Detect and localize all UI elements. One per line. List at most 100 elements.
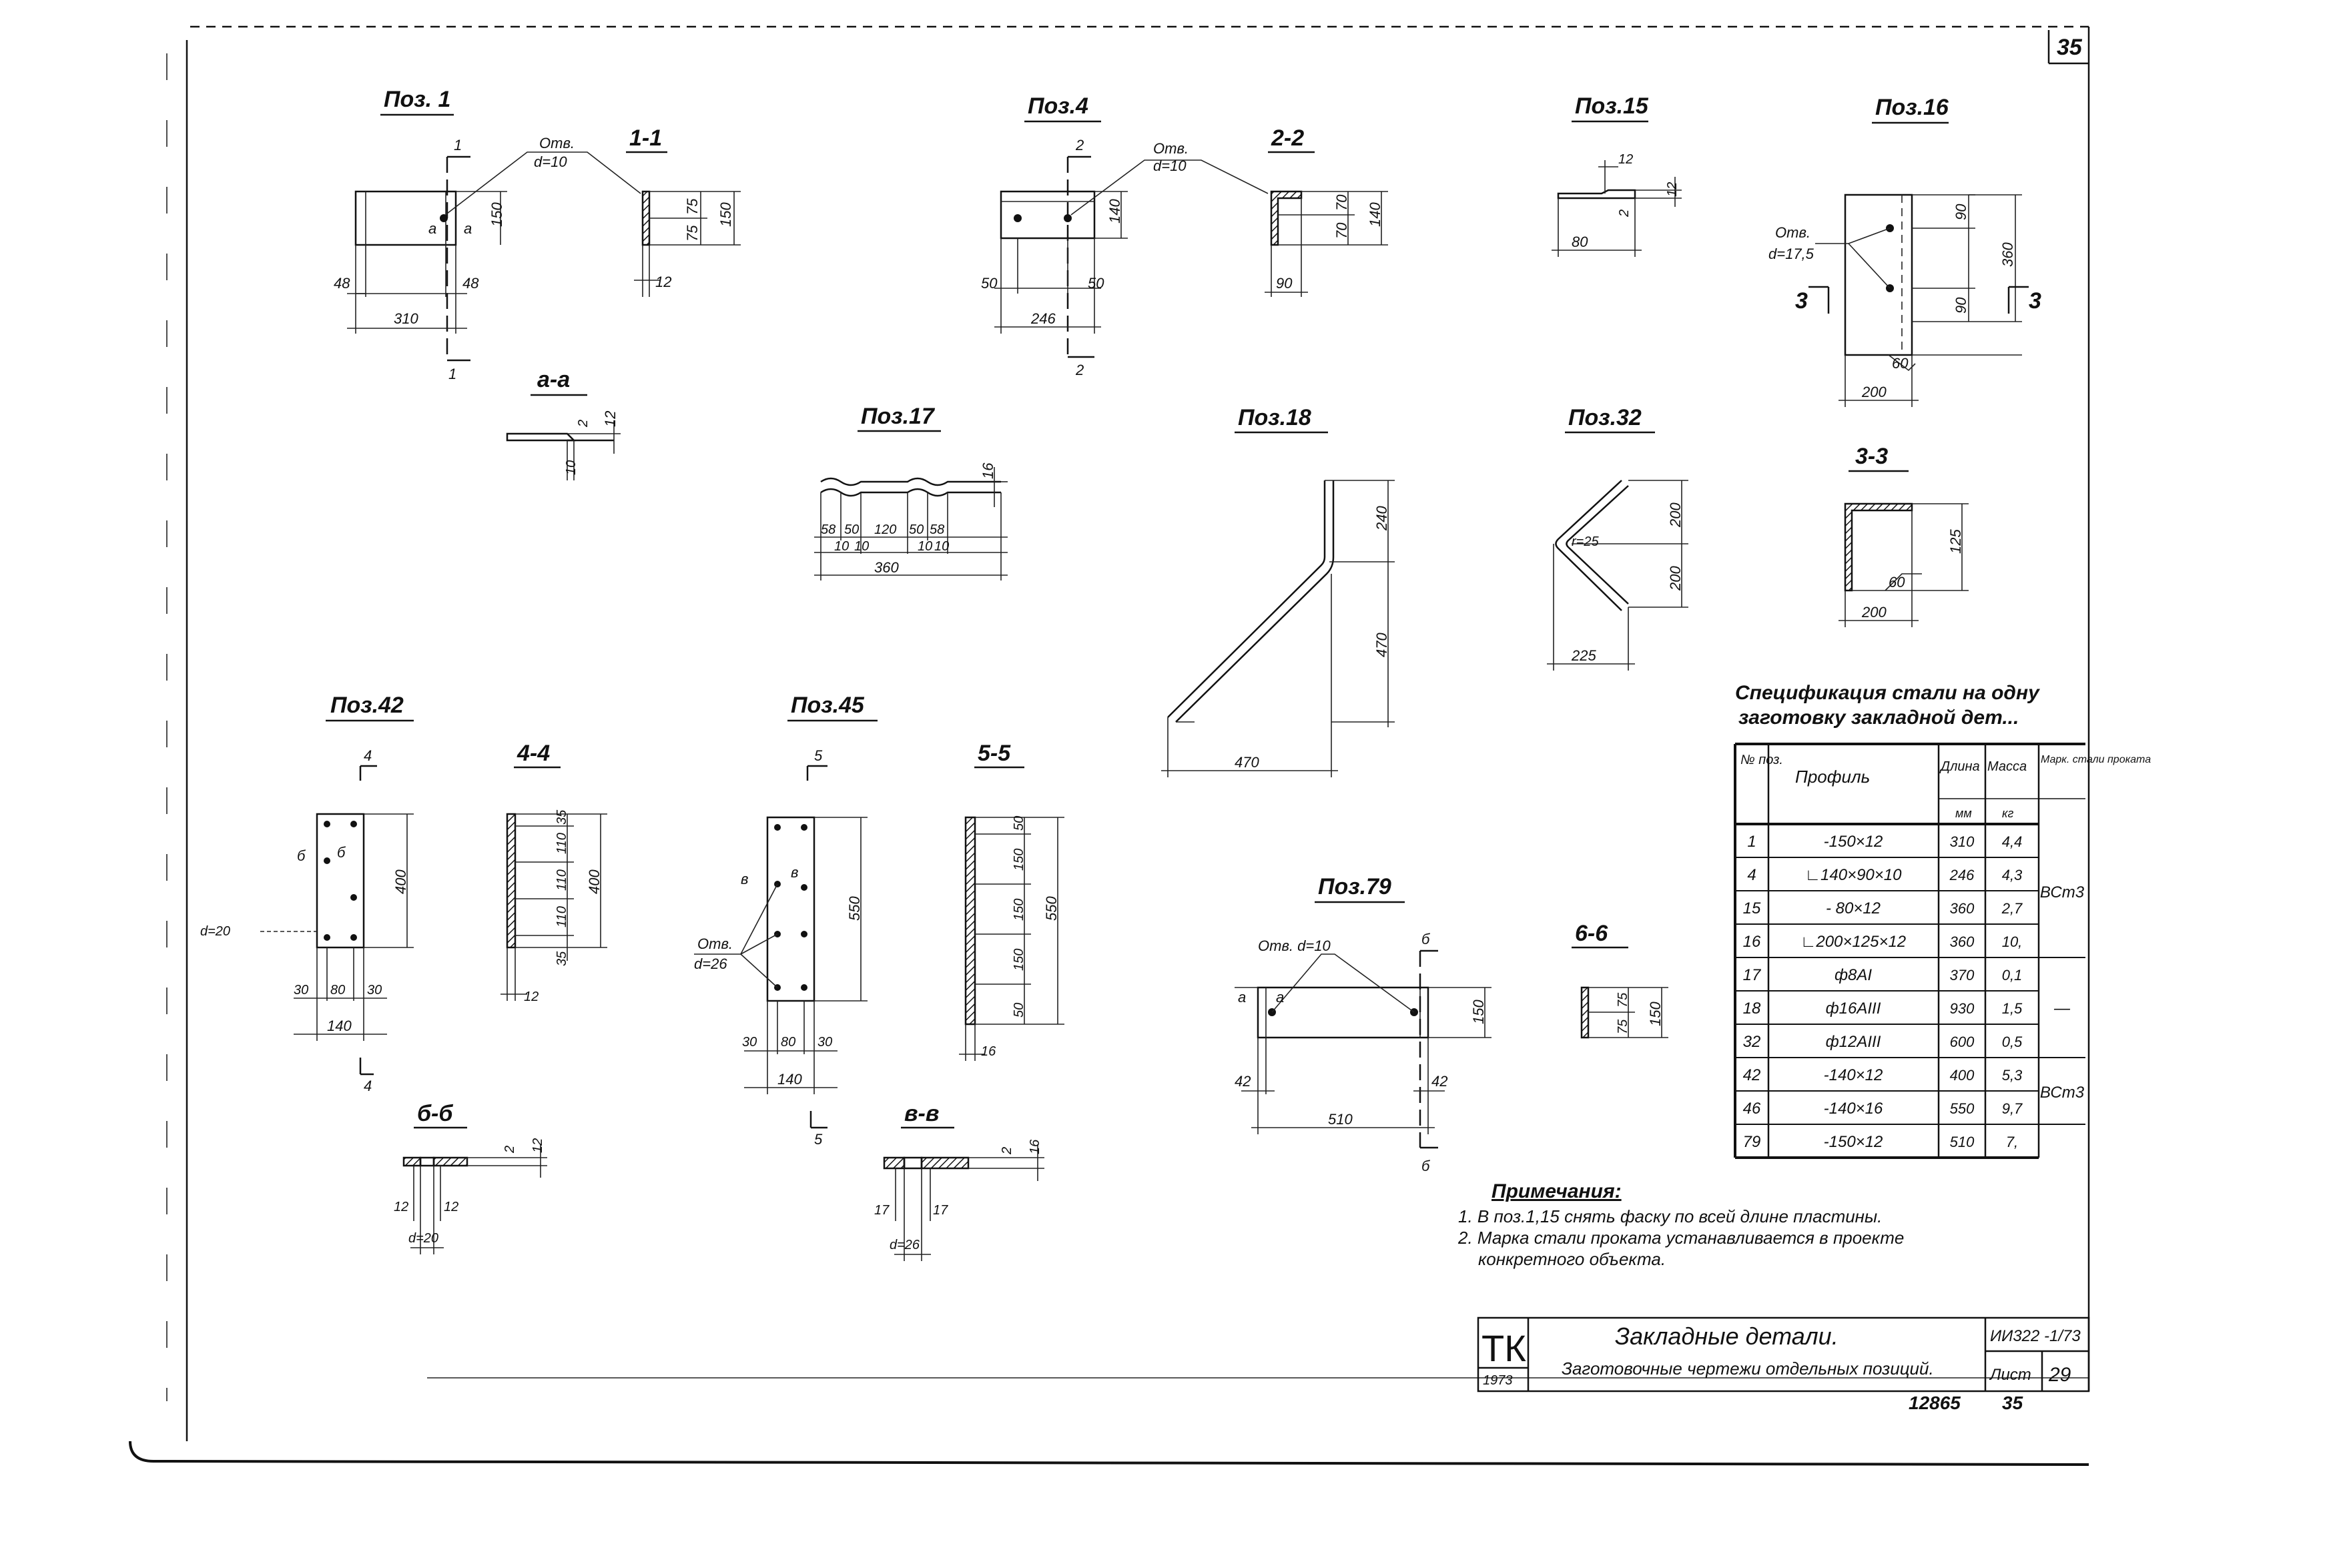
pos-79-drawing: Поз.79 Отв. d=10 а а б б 150 42 42 510 <box>1235 874 1491 1174</box>
pos-16-drawing: Поз.16 Отв. d=17,5 90 360 90 3 3 60 200 <box>1768 95 2041 407</box>
stamp-subtitle: Заготовочные чертежи отдельных позиций. <box>1562 1358 1934 1379</box>
spec-unit-kg: кг <box>2002 807 2013 820</box>
pos-45-dim-80: 80 <box>781 1035 795 1050</box>
title-stamp: ТК 1973 Закладные детали. Заготовочные ч… <box>1477 1316 2090 1393</box>
spec-steel-dash: — <box>2053 1000 2071 1018</box>
pos-1-dim-75b: 75 <box>684 225 701 242</box>
pos-79-section-mark-top: б <box>1421 931 1431 947</box>
pos-1-section-mark-top: 1 <box>454 137 462 153</box>
pos-17-title: Поз.17 <box>861 404 936 429</box>
pos-45-hole-d: d=26 <box>694 955 727 972</box>
pos-1-dim-12: 12 <box>655 274 671 290</box>
pos-42-sec-dim-35-top: 35 <box>555 809 569 825</box>
spec-row-profile: ф12АIII <box>1826 1033 1881 1051</box>
spec-row-pos: 16 <box>1743 933 1761 951</box>
spec-row-pos: 32 <box>1743 1033 1761 1051</box>
stamp-tk: ТК <box>1481 1327 1526 1369</box>
stamp-series: ИИ322 -1/73 <box>1990 1327 2081 1345</box>
pos-42-sec-dim-400: 400 <box>586 869 603 894</box>
spec-row-length: 360 <box>1950 900 1975 917</box>
pos-42-title: Поз.42 <box>330 693 404 718</box>
sheet-frame <box>129 25 2090 1466</box>
pos-42-sec-dim-12: 12 <box>524 990 539 1004</box>
section-bb-dim-2: 2 <box>503 1146 517 1154</box>
spec-row-pos: 18 <box>1743 1000 1761 1018</box>
pos-4-hole-d: d=10 <box>1153 157 1187 174</box>
notes-block: Примечания: 1. В поз.1,15 снять фаску по… <box>1457 1180 1904 1269</box>
spec-row-mass: 4,4 <box>2002 833 2023 850</box>
pos-18-title: Поз.18 <box>1238 405 1311 430</box>
section-33-title: 3-3 <box>1855 444 1888 469</box>
spec-row-profile: - 80×12 <box>1826 899 1881 917</box>
pos-17-dim-58-left: 58 <box>821 522 836 537</box>
pos-15-title: Поз.15 <box>1575 93 1649 119</box>
pos-45-sec-dim-550: 550 <box>1043 896 1060 921</box>
pos-17-dim-10-a: 10 <box>834 539 849 554</box>
spec-row-mass: 10, <box>2002 933 2023 950</box>
spec-steel-a: ВСт3 <box>2040 883 2085 901</box>
pos-42-sec-dim-35-bottom: 35 <box>555 951 569 966</box>
pos-45-dim-30-right: 30 <box>817 1035 832 1050</box>
pos-16-dim-60: 60 <box>1892 355 1909 372</box>
sheet-number: 35 <box>2057 35 2083 60</box>
spec-row-length: 360 <box>1950 933 1975 950</box>
footer-code: 12865 <box>1909 1393 1961 1413</box>
section-aa-title: а-а <box>537 367 570 392</box>
pos-45-sec-dim-150-b: 150 <box>1012 899 1026 921</box>
pos-45-sec-dim-150-a: 150 <box>1012 849 1026 871</box>
spec-row-pos: 46 <box>1743 1100 1761 1118</box>
pos-4-dim-70a: 70 <box>1333 194 1350 211</box>
pos-42-section-title: 4-4 <box>517 741 550 766</box>
pos-42-dim-30-right: 30 <box>367 983 382 998</box>
spec-row-profile: -150×12 <box>1824 1133 1883 1151</box>
spec-row-length: 246 <box>1949 867 1975 883</box>
pos-45-sec-dim-50-top: 50 <box>1012 816 1026 831</box>
pos-16-section-mark-left: 3 <box>1795 288 1808 314</box>
pos-4-drawing: Поз.4 2 2 Отв. d=10 140 50 50 246 2-2 <box>981 93 1388 378</box>
pos-79-dim-42-right: 42 <box>1431 1073 1447 1090</box>
pos-45-section-mark-top: 5 <box>814 747 823 764</box>
pos-45-dim-140: 140 <box>777 1071 802 1088</box>
pos-17-dim-360: 360 <box>874 559 899 576</box>
pos-32-title: Поз.32 <box>1568 405 1642 430</box>
spec-unit-mm: мм <box>1955 807 1972 820</box>
pos-16-title: Поз.16 <box>1875 95 1949 120</box>
spec-row-profile: -140×12 <box>1824 1066 1883 1084</box>
pos-79-hole-mark-left: а <box>1238 989 1246 1006</box>
pos-15-dim-80: 80 <box>1572 234 1588 250</box>
pos-42-sec-dim-110-c: 110 <box>555 906 569 927</box>
pos-4-dim-50-left: 50 <box>981 275 998 292</box>
pos-16-section-mark-right: 3 <box>2029 288 2041 314</box>
spec-steel-b: ВСт3 <box>2040 1084 2085 1102</box>
pos-4-dim-70b: 70 <box>1333 222 1350 239</box>
pos-45-title: Поз.45 <box>791 693 865 718</box>
section-vv-dim-2: 2 <box>1000 1147 1014 1155</box>
pos-17-drawing: Поз.17 16 58 50 120 50 58 10 10 10 10 36… <box>814 404 1008 580</box>
section-33-dim-60: 60 <box>1889 574 1905 591</box>
section-bb-dim-12-left: 12 <box>394 1200 408 1214</box>
pos-1-dim-48-right: 48 <box>462 275 479 292</box>
spec-row-profile: ∟200×125×12 <box>1800 933 1906 951</box>
pos-17-dim-58-right: 58 <box>930 522 944 537</box>
pos-45-hole-note: Отв. <box>697 935 733 952</box>
spec-row-profile: ф16АIII <box>1826 1000 1881 1018</box>
section-bb-drawing: б-б 12 2 12 12 d=20 <box>394 1101 547 1254</box>
spec-row-pos: 17 <box>1743 966 1762 984</box>
section-aa-drawing: а-а 12 2 10 <box>506 367 621 480</box>
section-66-dim-75b: 75 <box>1616 1019 1630 1034</box>
pos-42-sec-dim-110-b: 110 <box>555 869 569 891</box>
pos-1-section-title: 1-1 <box>629 125 662 151</box>
section-bb-dim-12-side: 12 <box>531 1138 545 1153</box>
spec-table: Спецификация стали на одну заготовку зак… <box>1734 682 2151 1159</box>
spec-row-length: 310 <box>1950 833 1975 850</box>
spec-row-profile: ∟140×90×10 <box>1805 866 1903 884</box>
pos-15-dim-12-top: 12 <box>1618 152 1633 167</box>
spec-row-profile: -150×12 <box>1824 833 1883 851</box>
pos-79-hole-mark-inner: а <box>1276 989 1284 1006</box>
note-line-3: конкретного объекта. <box>1478 1249 1666 1269</box>
pos-42-drawing: Поз.42 4 б б d=20 400 30 80 30 140 4 4-4 <box>200 693 607 1094</box>
pos-16-hole-note: Отв. <box>1775 224 1810 241</box>
pos-15-drawing: Поз.15 12 12 2 80 <box>1552 93 1682 257</box>
pos-42-dim-140: 140 <box>327 1018 352 1034</box>
